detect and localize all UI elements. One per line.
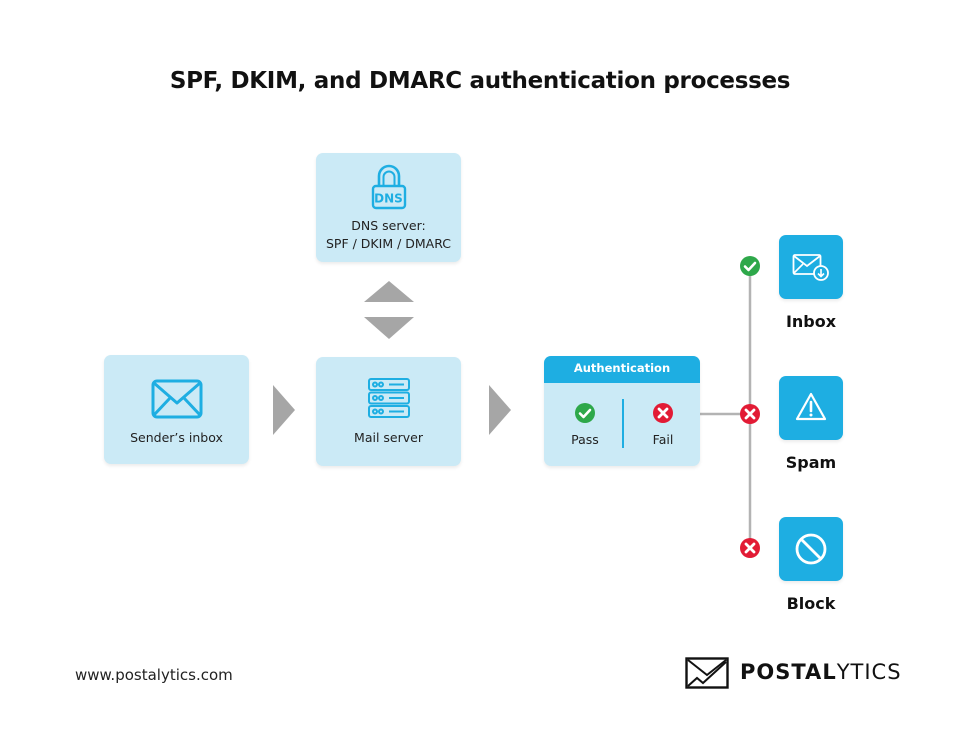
block-label: Block	[786, 594, 836, 613]
brand-light-part: YTICS	[836, 660, 902, 684]
warning-icon	[795, 392, 827, 421]
svg-text:DNS: DNS	[374, 192, 403, 206]
sender-inbox-box: Sender’s inbox	[104, 355, 249, 464]
dns-server-box: DNS DNS server: SPF / DKIM / DMARC	[316, 153, 461, 262]
block-tile	[779, 517, 843, 581]
bidirectional-arrow	[364, 281, 414, 339]
flow-arrow-2	[489, 385, 511, 435]
mail-server-box: Mail server	[316, 357, 461, 466]
server-rack-icon	[368, 378, 410, 418]
footer-url[interactable]: www.postalytics.com	[75, 666, 233, 684]
postalytics-brand: POSTALYTICS	[740, 660, 902, 684]
arrow-up-icon	[364, 281, 414, 302]
spam-label: Spam	[785, 453, 837, 472]
spam-tile	[779, 376, 843, 440]
mail-server-label: Mail server	[354, 430, 423, 445]
postalytics-logo-icon	[685, 657, 729, 689]
arrow-down-icon	[364, 317, 414, 339]
authentication-header: Authentication	[544, 356, 700, 383]
block-fail-x-icon	[740, 538, 760, 558]
brand-bold-part: POSTAL	[740, 660, 837, 684]
pass-label: Pass	[571, 432, 599, 447]
auth-divider	[622, 399, 624, 448]
dns-server-label-line2: SPF / DKIM / DMARC	[325, 236, 452, 251]
sender-inbox-label: Sender’s inbox	[130, 430, 223, 445]
diagram-title: SPF, DKIM, and DMARC authentication proc…	[169, 68, 791, 94]
block-icon	[795, 533, 827, 565]
fail-x-icon	[653, 403, 673, 423]
spam-fail-x-icon	[740, 404, 760, 424]
fail-label: Fail	[652, 432, 674, 447]
inbox-label: Inbox	[785, 312, 837, 331]
inbox-pass-check-icon	[740, 256, 760, 276]
authentication-box: Authentication Pass Fail	[544, 356, 700, 466]
inbox-tile	[779, 235, 843, 299]
flow-arrow-1	[273, 385, 295, 435]
dns-lock-icon: DNS	[371, 164, 407, 210]
pass-check-icon	[575, 403, 595, 423]
envelope-icon	[151, 379, 203, 419]
inbox-download-icon	[792, 254, 829, 281]
dns-server-label-line1: DNS server:	[351, 218, 426, 233]
